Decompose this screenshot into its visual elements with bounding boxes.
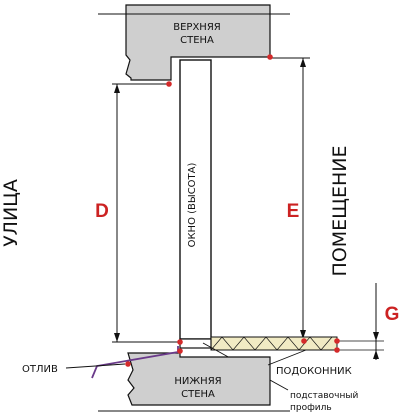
marker-dot [166,81,172,87]
support-profile [179,338,212,349]
marker-dot [301,338,307,344]
dimension-g-arrow-bottom [373,350,379,359]
marker-dot [267,54,273,60]
drip-label: ОТЛИВ [22,364,58,375]
bottom-wall [127,352,271,406]
support-profile-label-line2: профиль [290,403,332,413]
dimension-d-label: D [95,201,109,222]
marker-dot [177,339,183,345]
window-frame [179,59,212,340]
support-profile-label-line1: подставочный [290,391,358,401]
dimension-e-arrow-top [300,58,306,67]
dimension-g-label: G [385,304,400,325]
dimension-e-arrow-bottom [300,330,306,339]
dimension-d-arrow-bottom [114,333,120,342]
marker-dot [177,348,183,354]
window-height-label: ОКНО (ВЫСОТА) [187,162,198,247]
top-wall-label-line2: СТЕНА [180,35,214,46]
window-sill-hatch [210,336,333,351]
marker-dot [334,347,340,353]
top-wall-label-line1: ВЕРХНЯЯ [173,22,220,33]
marker-dot [334,338,340,344]
street-label: УЛИЦА [0,179,22,247]
dimension-d-arrow-top [114,84,120,93]
sill-label: ПОДОКОННИК [276,366,352,377]
drip-leader [65,363,126,369]
dimension-e-label: E [287,201,300,222]
dimension-g-arrow-top [373,332,379,341]
marker-dot [125,361,131,367]
room-label: ПОМЕЩЕНИЕ [329,146,351,277]
window-sill [210,336,338,351]
top-wall [125,4,271,81]
drip-flashing [91,346,179,379]
bottom-wall-label-line2: СТЕНА [181,389,215,400]
bottom-wall-label-line1: НИЖНЯЯ [174,376,221,387]
sill-leader [267,349,307,366]
